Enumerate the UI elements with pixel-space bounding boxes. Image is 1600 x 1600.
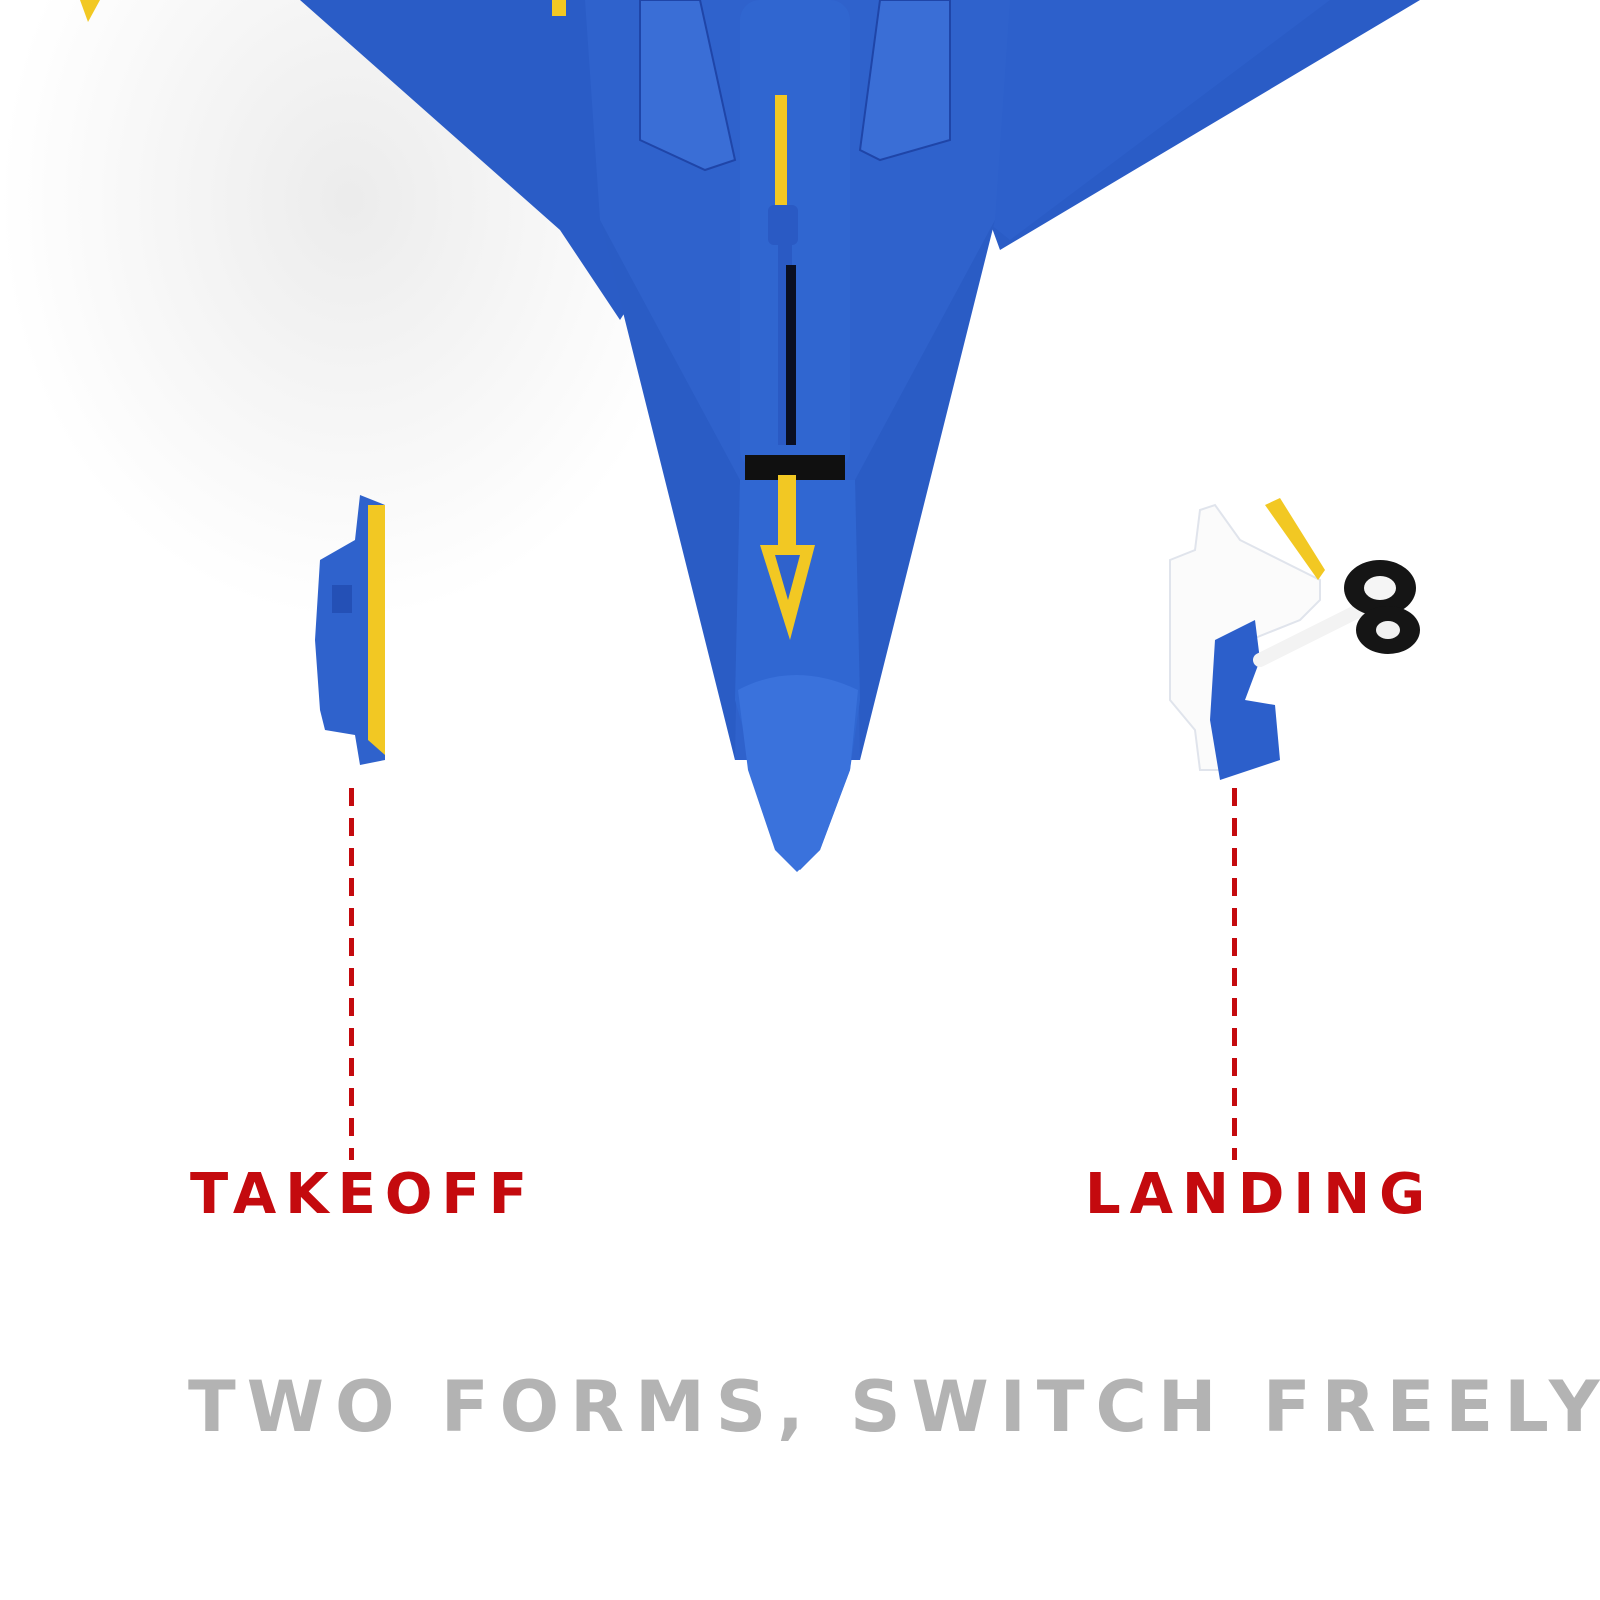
takeoff-part (315, 495, 385, 765)
landing-gear-part (1169, 498, 1420, 780)
tagline: TWO FORMS, SWITCH FREELY. (188, 1366, 1600, 1448)
aircraft-fuselage (585, 0, 1010, 872)
landing-dashed-leader-line (1232, 788, 1237, 1160)
takeoff-dashed-leader-line (349, 788, 354, 1160)
takeoff-label: TAKEOFF (190, 1162, 536, 1227)
landing-label: LANDING (1085, 1162, 1435, 1227)
